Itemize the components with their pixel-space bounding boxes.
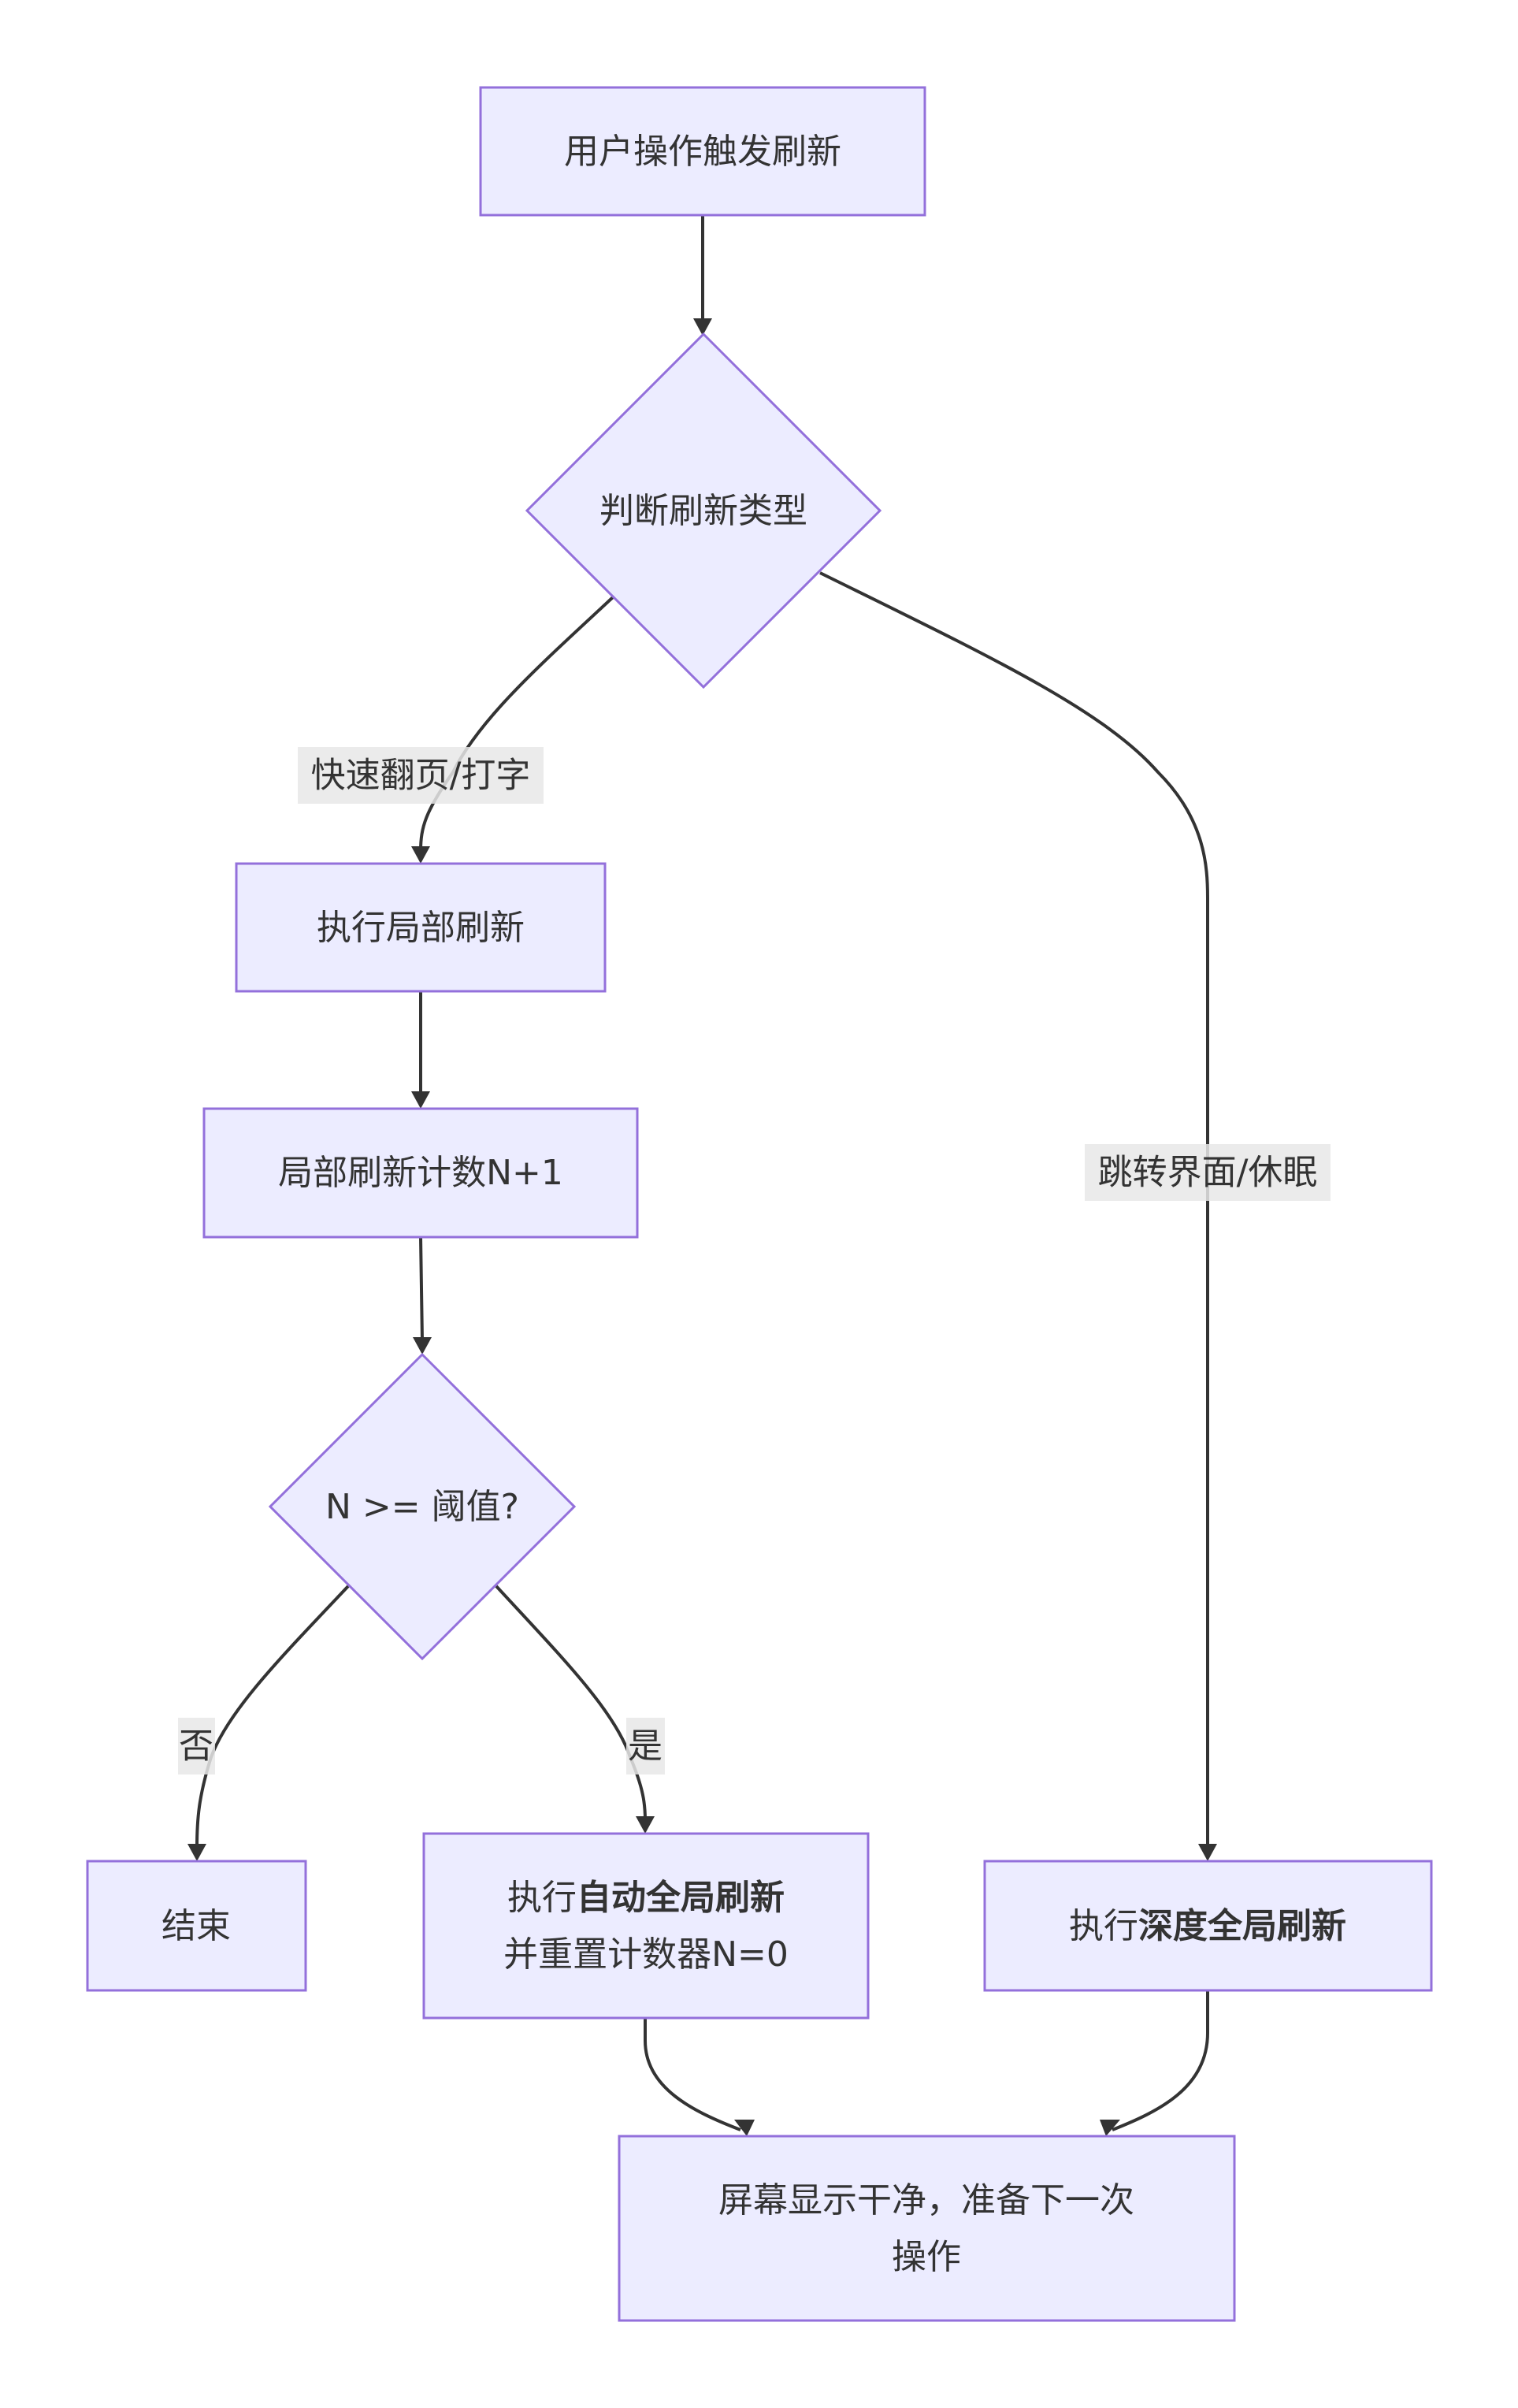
svg-text:N >= 阈值?: N >= 阈值?	[325, 1487, 519, 1527]
arrowhead-icon	[411, 846, 430, 864]
edge-label-fast-page-typing: 快速翻页/打字	[298, 747, 544, 804]
node-end[interactable]: 结束	[86, 1860, 307, 1992]
node-label-segment: 屏幕显示干净，准备下一次	[718, 2180, 1134, 2220]
node-deep-full-refresh[interactable]: 执行深度全局刷新	[983, 1860, 1433, 1992]
node-count-increment[interactable]: 局部刷新计数N+1	[202, 1107, 639, 1239]
edge-count-to-decide-threshold	[419, 1236, 424, 1342]
edge-auto-to-screen-clean	[644, 2018, 741, 2131]
node-label-segment: 用户操作触发刷新	[564, 132, 841, 172]
node-label-segment: 并重置计数器N=0	[503, 1934, 789, 1975]
svg-text:快速翻页/打字: 快速翻页/打字	[311, 756, 531, 796]
svg-text:执行自动全局刷新并重置计数器N=0: 执行自动全局刷新并重置计数器N=0	[503, 1878, 789, 1975]
edge-decide-type-to-deep-refresh	[819, 571, 1209, 1848]
svg-text:局部刷新计数N+1: 局部刷新计数N+1	[278, 1153, 563, 1193]
svg-text:屏幕显示干净，准备下一次操作: 屏幕显示干净，准备下一次操作	[718, 2180, 1134, 2277]
svg-text:判断刷新类型: 判断刷新类型	[599, 491, 807, 531]
node-label-segment: 局部刷新计数N+1	[278, 1153, 563, 1193]
arrowhead-icon	[693, 318, 712, 336]
node-label-segment: 执行	[1069, 1906, 1138, 1946]
svg-text:是: 是	[628, 1726, 663, 1767]
edge-deep-to-screen-clean	[1112, 1990, 1209, 2131]
arrowhead-icon	[1198, 1844, 1217, 1861]
edge-threshold-no-to-end	[195, 1585, 350, 1849]
node-label-segment: 结束	[161, 1906, 231, 1946]
node-auto-full-refresh[interactable]: 执行自动全局刷新并重置计数器N=0	[422, 1832, 870, 2020]
node-decide-threshold[interactable]: N >= 阈值?	[268, 1352, 577, 1661]
node-label-segment: 执行局部刷新	[317, 908, 525, 948]
edge-decide-type-to-partial-refresh	[419, 596, 614, 852]
arrowhead-icon	[187, 1844, 206, 1861]
node-label-segment: 判断刷新类型	[599, 491, 807, 531]
node-label-segment: 操作	[892, 2237, 961, 2277]
svg-text:跳转界面/休眠: 跳转界面/休眠	[1098, 1153, 1318, 1193]
node-label-segment: N >= 阈值?	[325, 1487, 519, 1527]
svg-text:执行局部刷新: 执行局部刷新	[317, 908, 525, 948]
edge-label-yes: 是	[626, 1718, 665, 1774]
arrowhead-icon	[636, 1816, 655, 1834]
arrowhead-icon	[734, 2120, 755, 2136]
edge-label-jump-sleep: 跳转界面/休眠	[1085, 1144, 1331, 1201]
node-label-bold-segment: 自动全局刷新	[577, 1878, 785, 1918]
arrowhead-icon	[413, 1337, 432, 1354]
svg-text:否: 否	[179, 1726, 213, 1767]
node-label-bold-segment: 深度全局刷新	[1138, 1906, 1346, 1946]
node-screen-clean[interactable]: 屏幕显示干净，准备下一次操作	[618, 2135, 1236, 2322]
edge-label-no: 否	[178, 1718, 215, 1774]
node-label-segment: 执行	[507, 1878, 577, 1918]
node-decide-refresh-type[interactable]: 判断刷新类型	[525, 332, 882, 689]
svg-text:执行深度全局刷新: 执行深度全局刷新	[1069, 1906, 1346, 1946]
node-partial-refresh[interactable]: 执行局部刷新	[235, 862, 607, 993]
arrowhead-icon	[1100, 2120, 1120, 2136]
edge-threshold-yes-to-auto	[495, 1585, 647, 1821]
node-start[interactable]: 用户操作触发刷新	[479, 86, 926, 217]
arrowhead-icon	[411, 1091, 430, 1109]
svg-text:用户操作触发刷新: 用户操作触发刷新	[564, 132, 841, 172]
svg-text:结束: 结束	[161, 1906, 231, 1946]
